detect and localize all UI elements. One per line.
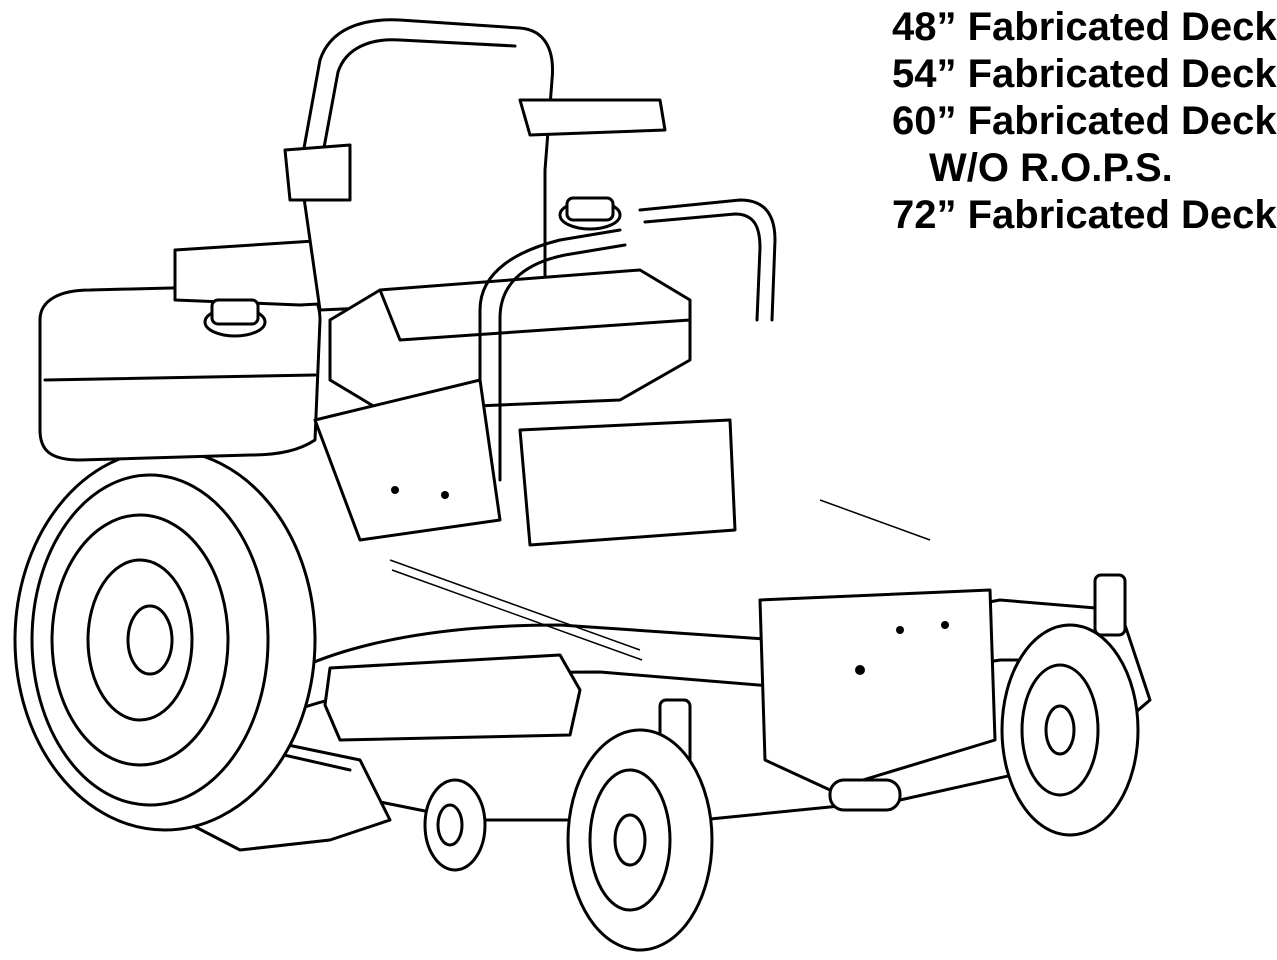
deck-size-labels: 48” Fabricated Deck 54” Fabricated Deck …	[892, 4, 1277, 239]
front-caster-right	[1000, 573, 1140, 837]
operator-seat	[283, 18, 692, 412]
label-48-deck: 48” Fabricated Deck	[892, 5, 1277, 49]
frame	[313, 378, 997, 792]
label-54-deck: 54” Fabricated Deck	[892, 52, 1277, 96]
label-72-deck: 72” Fabricated Deck	[892, 193, 1277, 237]
steering-levers	[478, 198, 777, 482]
rear-left-tire	[13, 448, 317, 832]
front-caster-left	[566, 698, 714, 952]
mower-illustration	[13, 18, 1152, 952]
anti-scalp-roller	[423, 778, 902, 872]
label-60-deck: 60” Fabricated Deck	[892, 99, 1277, 143]
label-rops-note: W/O R.O.P.S.	[929, 146, 1173, 190]
